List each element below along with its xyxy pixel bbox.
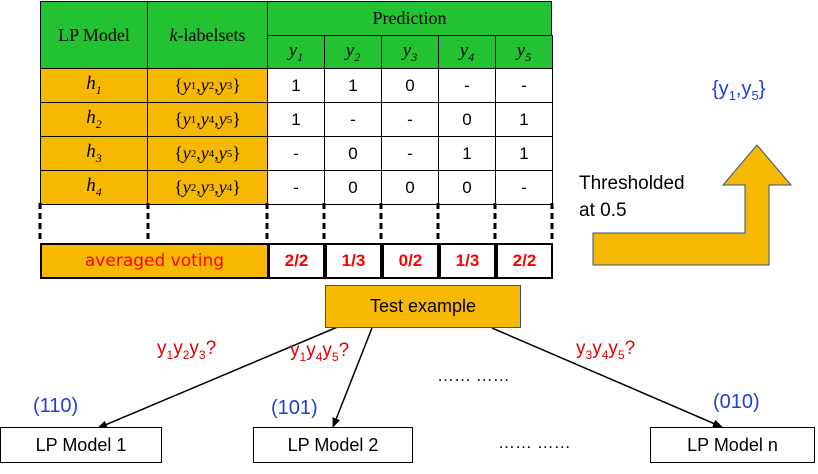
question-model-n: y3y4y5? [576,338,636,362]
row-model-h4: h4 [40,170,148,205]
question-model-2: y1y4y5? [290,340,350,364]
prediction-cell: 1 [495,102,553,137]
ellipsis-middle: …… …… [437,366,510,385]
prediction-cell: - [381,102,439,137]
lp-model-2-box[interactable]: LP Model 2 [253,427,413,463]
lp-model-n-box[interactable]: LP Model n [650,427,815,463]
result-labelset: {y1,y5} [712,78,766,103]
voting-value-y5: 2/2 [496,243,553,279]
prediction-cell: - [495,170,553,205]
voting-value-y3: 0/2 [382,243,439,279]
header-label-y4: y4 [438,35,496,69]
voting-value-y1: 2/2 [268,243,325,279]
header-prediction: Prediction [267,1,552,36]
test-example-box[interactable]: Test example [325,285,521,328]
prediction-cell: 0 [381,170,439,205]
header-label-y5: y5 [495,35,553,69]
code-model-n: (010) [713,391,760,413]
prediction-cell: 0 [438,170,496,205]
code-model-1: (110) [33,395,79,417]
prediction-cell: - [495,68,553,103]
prediction-cell: 0 [324,136,382,171]
threshold-arrow-icon [592,144,793,266]
voting-value-y4: 1/3 [439,243,496,279]
prediction-cell: 1 [495,136,553,171]
header-labelsets: k-labelsets [147,1,268,69]
dashed-separators [38,203,554,242]
code-model-2: (101) [271,397,318,419]
threshold-label: Thresholded at 0.5 [579,173,685,221]
row-model-h2: h2 [40,102,148,137]
lp-model-1-box[interactable]: LP Model 1 [0,427,162,463]
prediction-cell: 0 [324,170,382,205]
header-lp-model: LP Model [40,1,148,69]
voting-value-y2: 1/3 [325,243,382,279]
ellipsis-bottom: …… …… [498,433,571,452]
prediction-cell: - [438,68,496,103]
header-label-y3: y3 [381,35,439,69]
header-label-y2: y2 [324,35,382,69]
averaged-voting-label: averaged voting [40,243,269,279]
question-model-1: y1y2y3? [157,338,217,362]
prediction-cell: - [267,170,325,205]
